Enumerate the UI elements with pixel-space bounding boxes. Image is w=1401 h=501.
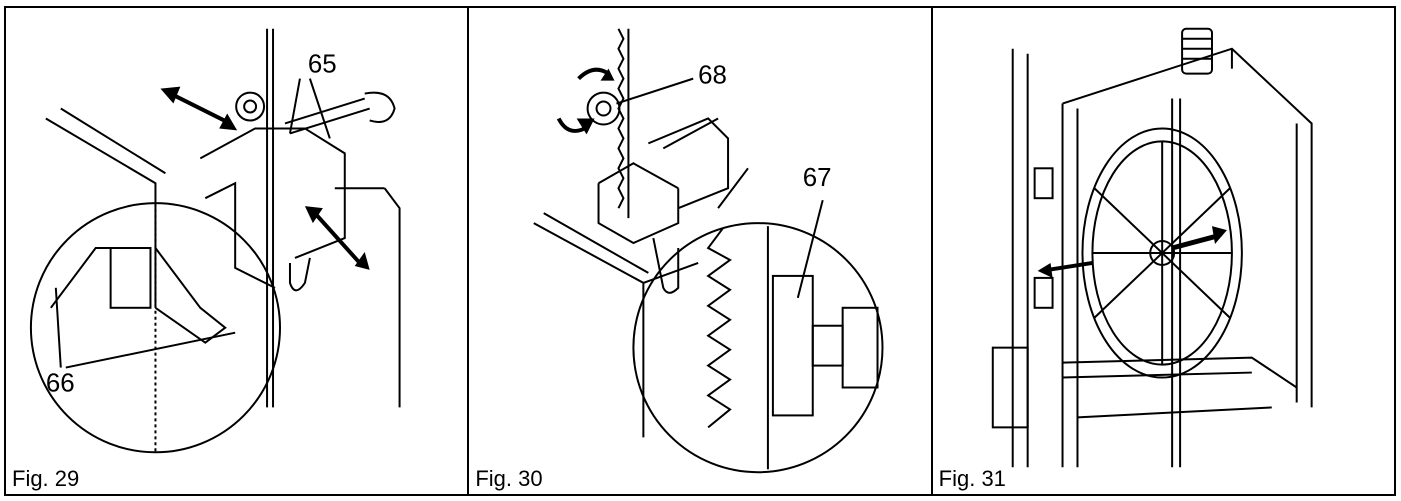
callout-68: 68 [698, 62, 727, 90]
fig-30-illustration: 68 67 [533, 28, 884, 474]
callout-66: 66 [46, 369, 75, 397]
figure-caption: Fig. 29 [12, 466, 80, 491]
figure-panel-30: 68 67 Fig. 30 [467, 8, 930, 494]
callout-67: 67 [803, 164, 832, 192]
figure-panel-31: Fig. 31 [930, 8, 1394, 494]
fig-31-illustration [991, 27, 1313, 468]
figure-panel-29: 65 66 Fig. 29 [6, 8, 467, 494]
figure-strip: 65 66 Fig. 29 [4, 6, 1396, 496]
figure-caption: Fig. 30 [475, 466, 543, 491]
fig-29-illustration: 65 66 [29, 28, 401, 454]
figure-caption: Fig. 31 [938, 466, 1006, 491]
callout-65: 65 [308, 51, 337, 79]
